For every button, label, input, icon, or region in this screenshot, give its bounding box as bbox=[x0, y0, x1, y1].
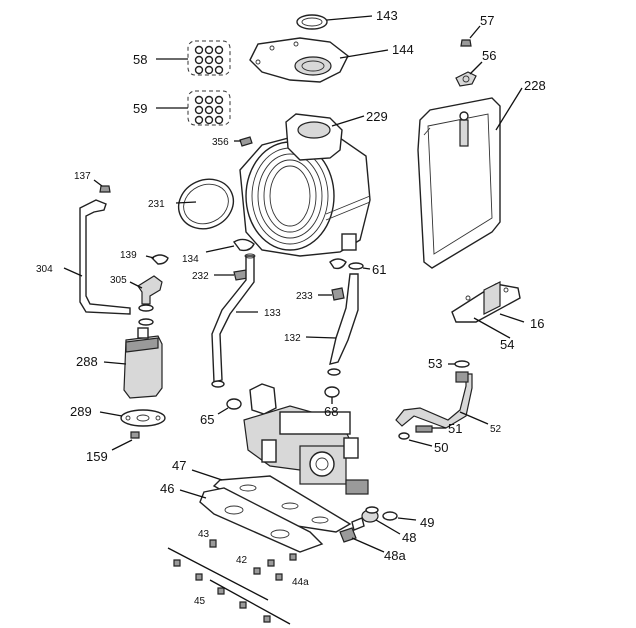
label-134: 134 bbox=[182, 254, 199, 265]
part-143-seal-ring bbox=[296, 14, 328, 30]
part-305-hose bbox=[137, 275, 163, 326]
label-45: 45 bbox=[194, 596, 206, 607]
label-50: 50 bbox=[434, 440, 448, 455]
part-134-clip bbox=[232, 238, 255, 252]
part-137-clip bbox=[99, 185, 111, 193]
label-51: 51 bbox=[448, 421, 462, 436]
part-43-screw bbox=[209, 539, 217, 548]
part-48-filter bbox=[361, 506, 379, 523]
label-57: 57 bbox=[480, 13, 494, 28]
label-132: 132 bbox=[284, 333, 301, 344]
label-43: 43 bbox=[198, 529, 210, 540]
label-304: 304 bbox=[36, 264, 53, 275]
part-139-clip bbox=[150, 254, 169, 265]
label-305: 305 bbox=[110, 275, 127, 286]
part-132-return-pipe bbox=[327, 273, 359, 376]
part-58-gasket-kit bbox=[187, 40, 231, 76]
label-356: 356 bbox=[212, 137, 229, 148]
label-144: 144 bbox=[392, 42, 414, 57]
part-304-pipe bbox=[79, 199, 131, 315]
label-232: 232 bbox=[192, 271, 209, 282]
part-53-oring bbox=[454, 360, 470, 368]
part-46-mounting-plate bbox=[199, 487, 324, 553]
label-54: 54 bbox=[500, 337, 514, 352]
label-58: 58 bbox=[133, 52, 147, 67]
label-52: 52 bbox=[490, 424, 502, 435]
label-48: 48 bbox=[402, 530, 416, 545]
part-133-flow-pipe bbox=[211, 253, 256, 388]
part-44a-screw bbox=[289, 553, 297, 561]
label-46: 46 bbox=[160, 481, 174, 496]
label-59: 59 bbox=[133, 101, 147, 116]
part-61-oring bbox=[348, 262, 364, 270]
part-229-heat-exchanger bbox=[239, 113, 371, 257]
part-356-screw bbox=[239, 136, 253, 147]
part-289-gasket bbox=[120, 409, 166, 427]
label-229: 229 bbox=[366, 109, 388, 124]
part-51-clip bbox=[415, 425, 433, 433]
part-231-front-cover bbox=[177, 178, 235, 230]
part-57-screw bbox=[460, 39, 472, 47]
part-68-oring bbox=[324, 386, 340, 398]
label-47: 47 bbox=[172, 458, 186, 473]
label-228: 228 bbox=[524, 78, 546, 93]
label-159: 159 bbox=[86, 449, 108, 464]
part-50-oring bbox=[398, 432, 410, 440]
label-143: 143 bbox=[376, 8, 398, 23]
label-65: 65 bbox=[200, 412, 214, 427]
part-159-screw bbox=[130, 431, 140, 439]
part-47-gasket-plate bbox=[212, 475, 352, 533]
part-54-bracket bbox=[451, 281, 521, 323]
part-144-fan-cover bbox=[249, 37, 349, 83]
part-56-clip bbox=[455, 71, 477, 87]
part-49-oring bbox=[382, 511, 398, 521]
label-231: 231 bbox=[148, 199, 165, 210]
part-42-screws bbox=[173, 559, 283, 595]
hydraulic-block-assembly bbox=[243, 383, 369, 495]
part-65-oring bbox=[226, 398, 242, 410]
label-42: 42 bbox=[236, 555, 248, 566]
label-56: 56 bbox=[482, 48, 496, 63]
label-133: 133 bbox=[264, 308, 281, 319]
label-61: 61 bbox=[372, 262, 386, 277]
part-52-flexible-hose bbox=[395, 371, 473, 429]
label-16: 16 bbox=[530, 316, 544, 331]
label-288: 288 bbox=[76, 354, 98, 369]
part-233-clip bbox=[329, 258, 347, 301]
label-49: 49 bbox=[420, 515, 434, 530]
part-59-gasket-kit bbox=[187, 90, 231, 126]
label-233: 233 bbox=[296, 291, 313, 302]
label-44a: 44a bbox=[292, 577, 309, 588]
label-139: 139 bbox=[120, 250, 137, 261]
part-45-screws bbox=[239, 601, 271, 623]
label-68: 68 bbox=[324, 404, 338, 419]
part-288-siphon bbox=[123, 327, 163, 399]
part-228-expansion-vessel bbox=[417, 97, 501, 269]
label-137: 137 bbox=[74, 171, 91, 182]
label-48a: 48a bbox=[384, 548, 406, 563]
label-289: 289 bbox=[70, 404, 92, 419]
label-53: 53 bbox=[428, 356, 442, 371]
